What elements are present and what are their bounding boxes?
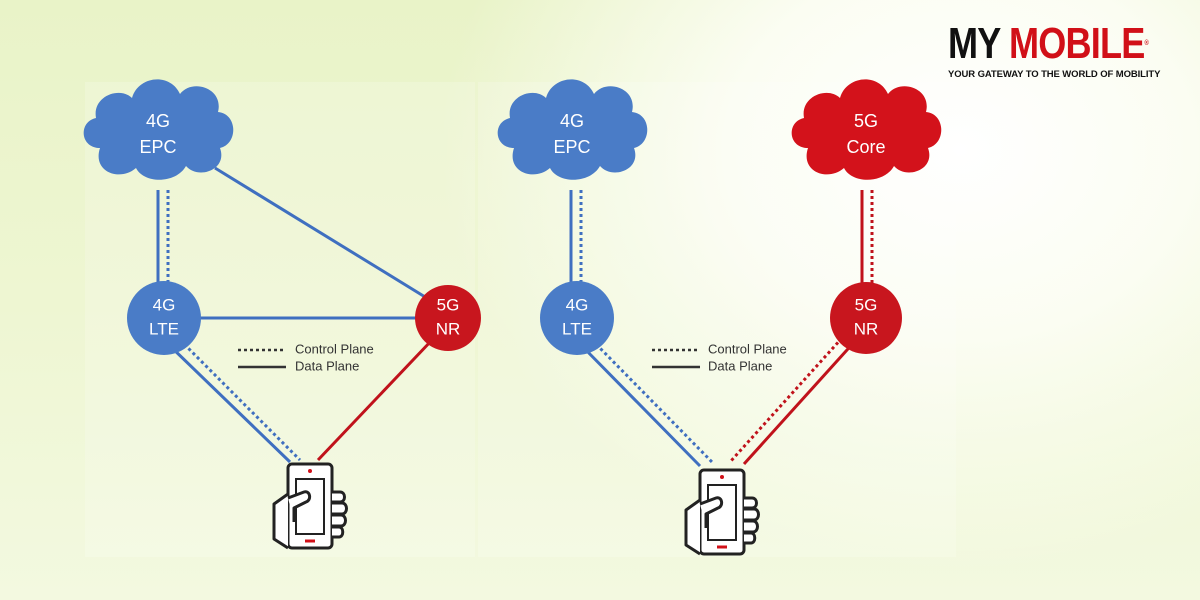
logo-wordmark: MY MOBILE® (948, 19, 1149, 68)
right-epc-label-line2: EPC (553, 137, 590, 157)
right-nr-label-line1: 5G (855, 295, 878, 314)
right-core-label-line1: 5G (854, 111, 878, 131)
right-legend: Control Plane Data Plane (652, 341, 787, 373)
left-lte-phone-control-line (178, 338, 302, 462)
left-legend-control-label: Control Plane (295, 341, 374, 356)
right-nr-node: 5G NR (830, 282, 902, 354)
right-epc-cloud: 4G EPC (497, 79, 648, 180)
logo-word-my: MY (948, 19, 1001, 68)
right-lte-phone-control-line (590, 338, 714, 464)
left-lte-phone-data-line (166, 342, 292, 464)
left-epc-cloud: 4G EPC (83, 79, 234, 180)
right-nr-label-line2: NR (854, 319, 879, 338)
right-diagram: 4G EPC 5G Core 4G LTE 5G NR Control Plan… (497, 79, 942, 556)
right-legend-data-label: Data Plane (708, 358, 772, 373)
right-core-cloud: 5G Core (791, 79, 942, 180)
left-nr-phone-data-line (316, 338, 434, 462)
right-epc-label-line1: 4G (560, 111, 584, 131)
left-nr-node: 5G NR (415, 285, 481, 351)
left-epc-nr-data-line (214, 166, 431, 302)
left-nr-label-line2: NR (436, 319, 461, 338)
left-lte-label-line1: 4G (153, 295, 176, 314)
left-lte-label-line2: LTE (149, 319, 179, 338)
logo-word-mobile: MOBILE (1009, 19, 1145, 68)
left-lte-node: 4G LTE (127, 281, 201, 355)
right-lte-node: 4G LTE (540, 281, 614, 355)
left-diagram: 4G EPC 4G LTE 5G NR Control Plane Data P… (83, 79, 481, 550)
left-legend: Control Plane Data Plane (238, 341, 374, 373)
registered-mark-icon: ® (1144, 40, 1148, 47)
brand-logo: MY MOBILE® YOUR GATEWAY TO THE WORLD OF … (948, 19, 1178, 81)
right-legend-control-label: Control Plane (708, 341, 787, 356)
left-epc-label-line2: EPC (139, 137, 176, 157)
right-lte-phone-data-line (578, 342, 702, 468)
right-nr-phone-control-line (728, 336, 844, 464)
right-lte-label-line2: LTE (562, 319, 592, 338)
right-nr-phone-data-line (742, 338, 858, 466)
left-legend-data-label: Data Plane (295, 358, 359, 373)
left-epc-label-line1: 4G (146, 111, 170, 131)
logo-tagline: YOUR GATEWAY TO THE WORLD OF MOBILITY (948, 69, 1161, 80)
right-core-label-line2: Core (846, 137, 885, 157)
left-nr-label-line1: 5G (437, 295, 460, 314)
right-lte-label-line1: 4G (566, 295, 589, 314)
